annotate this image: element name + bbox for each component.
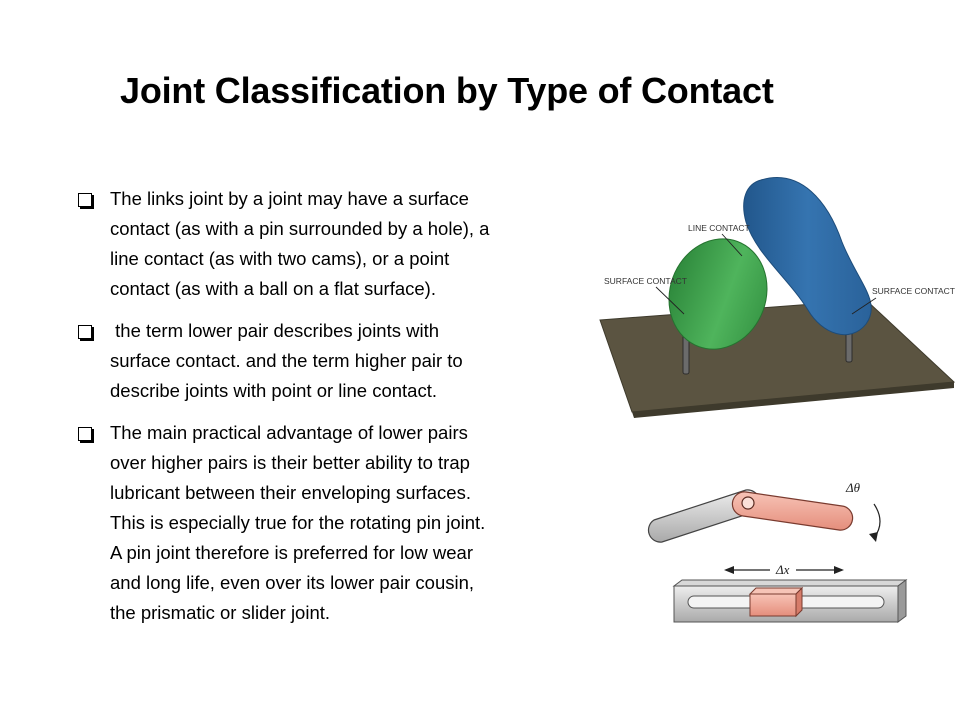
translation-arrowhead-left-icon — [724, 566, 734, 574]
label-surface-contact-left: SURFACE CONTACT — [604, 276, 687, 286]
slide-title: Joint Classification by Type of Contact — [120, 70, 774, 111]
arrow-line-contact — [721, 233, 743, 257]
base-plate-edge — [632, 382, 954, 418]
bullet-line: the prismatic or slider joint. — [110, 602, 331, 623]
bullet-line: and long life, even over its lower pair … — [110, 572, 475, 593]
label-delta-x: Δx — [775, 562, 790, 577]
bullet-line: describe joints with point or line conta… — [110, 380, 438, 401]
bullet-item: The main practical advantage of lower pa… — [74, 418, 574, 628]
bullet-line: A pin joint therefore is preferred for l… — [110, 542, 473, 563]
label-delta-theta: Δθ — [845, 480, 861, 495]
bullet-line: over higher pairs is their better abilit… — [110, 452, 470, 473]
pin — [741, 496, 755, 510]
translation-arrowhead-right-icon — [834, 566, 844, 574]
arrow-surface-contact-right — [851, 297, 877, 315]
pink-link — [731, 491, 854, 531]
bullet-line: line contact (as with two cams), or a po… — [110, 248, 450, 269]
slider-base-side — [897, 579, 907, 623]
joint-types-figure: Δθ Δx — [647, 480, 908, 623]
bullet-line: lubricant between their enveloping surfa… — [110, 482, 471, 503]
checkbox-bullet-icon — [78, 193, 92, 207]
bullet-line: The links joint by a joint may have a su… — [110, 188, 469, 209]
slider-block-front — [749, 593, 797, 617]
label-surface-contact-right: SURFACE CONTACT — [872, 286, 955, 296]
bullet-line: surface contact. and the term higher pai… — [110, 350, 463, 371]
arrow-surface-contact-left — [655, 286, 685, 315]
green-cam — [668, 238, 768, 350]
checkbox-bullet-icon — [78, 325, 92, 339]
contact-types-figure: LINE CONTACT SURFACE CONTACT SURFACE CON… — [599, 177, 956, 418]
blue-cam — [743, 177, 872, 336]
base-plate — [599, 299, 956, 413]
bullet-line: This is especially true for the rotating… — [110, 512, 486, 533]
bullet-line: contact (as with a ball on a flat surfac… — [110, 278, 436, 299]
bullet-item: The links joint by a joint may have a su… — [74, 184, 574, 304]
slider-joint: Δx — [672, 562, 908, 623]
pin-joint: Δθ — [647, 480, 881, 543]
rotation-arrowhead-icon — [869, 532, 878, 542]
bullet-line: the term lower pair describes joints wit… — [110, 320, 440, 341]
bullet-text: the term lower pair describes joints wit… — [110, 316, 574, 406]
checkbox-bullet-icon — [78, 427, 92, 441]
slider-block-top — [748, 587, 804, 595]
bullet-text: The main practical advantage of lower pa… — [110, 418, 574, 628]
bullet-text: The links joint by a joint may have a su… — [110, 184, 574, 304]
label-line-contact: LINE CONTACT — [688, 223, 750, 233]
bullet-line: The main practical advantage of lower pa… — [110, 422, 468, 443]
bullet-list: The links joint by a joint may have a su… — [74, 184, 574, 640]
bullet-item: the term lower pair describes joints wit… — [74, 316, 574, 406]
bullet-line: contact (as with a pin surrounded by a h… — [110, 218, 490, 239]
slider-base-top — [672, 579, 908, 587]
